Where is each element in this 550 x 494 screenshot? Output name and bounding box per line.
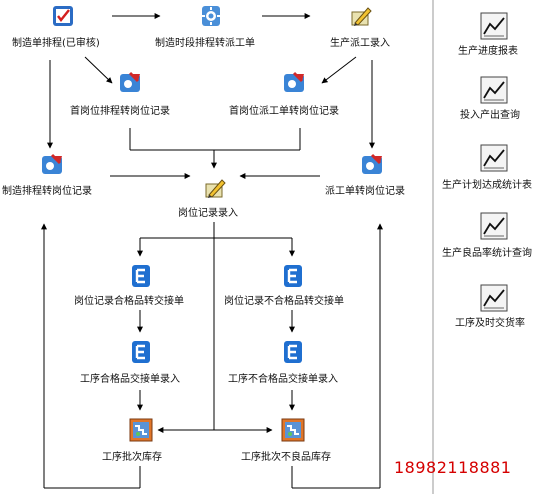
good-handover-entry-icon[interactable] <box>129 340 153 364</box>
report-chart-icon[interactable] <box>480 76 508 104</box>
good-handover-entry-label: 工序合格品交接单录入 <box>80 374 180 385</box>
bad-handover-label: 岗位记录不合格品转交接单 <box>224 296 344 307</box>
stage-schedule-dispatch-icon[interactable] <box>199 4 223 28</box>
bad-handover-icon[interactable] <box>281 264 305 288</box>
first-post-schedule-label: 首岗位排程转岗位记录 <box>70 106 170 117</box>
post-record-entry-icon[interactable] <box>203 176 227 200</box>
report-label: 生产进度报表 <box>458 46 518 57</box>
batch-defect-inventory-icon[interactable] <box>281 418 305 442</box>
bad-handover-entry-label: 工序不合格品交接单录入 <box>228 374 338 385</box>
manufacture-schedule-post-icon[interactable] <box>40 152 64 176</box>
bad-handover-entry-icon[interactable] <box>281 340 305 364</box>
phone-number: 18982118881 <box>394 458 512 477</box>
report-chart-icon[interactable] <box>480 212 508 240</box>
manufacture-order-schedule-icon[interactable] <box>51 4 75 28</box>
post-record-entry-label: 岗位记录录入 <box>178 208 238 219</box>
batch-defect-inventory-label: 工序批次不良品库存 <box>241 452 331 463</box>
good-handover-label: 岗位记录合格品转交接单 <box>74 296 184 307</box>
batch-inventory-label: 工序批次库存 <box>102 452 162 463</box>
production-dispatch-entry-icon[interactable] <box>349 4 373 28</box>
first-post-dispatch-icon[interactable] <box>282 70 306 94</box>
report-chart-icon[interactable] <box>480 12 508 40</box>
manufacture-order-schedule-label: 制造单排程(已审核) <box>12 38 100 49</box>
first-post-schedule-icon[interactable] <box>118 70 142 94</box>
good-handover-icon[interactable] <box>129 264 153 288</box>
report-chart-icon[interactable] <box>480 284 508 312</box>
dispatch-post-label: 派工单转岗位记录 <box>325 186 405 197</box>
dispatch-post-icon[interactable] <box>360 152 384 176</box>
stage-schedule-dispatch-label: 制造时段排程转派工单 <box>155 38 255 49</box>
manufacture-schedule-post-label: 制造排程转岗位记录 <box>2 186 92 197</box>
report-label: 投入产出查询 <box>460 110 520 121</box>
report-chart-icon[interactable] <box>480 144 508 172</box>
production-dispatch-entry-label: 生产派工录入 <box>330 38 390 49</box>
first-post-dispatch-label: 首岗位派工单转岗位记录 <box>229 106 339 117</box>
report-label: 生产良品率统计查询 <box>442 248 532 259</box>
report-label: 生产计划达成统计表 <box>442 180 532 191</box>
batch-inventory-icon[interactable] <box>129 418 153 442</box>
report-label: 工序及时交货率 <box>455 318 525 329</box>
